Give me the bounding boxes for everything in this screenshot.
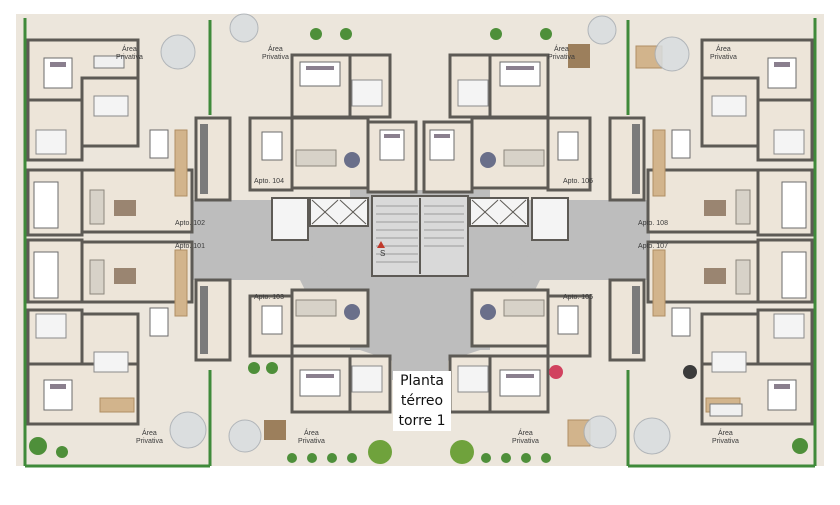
sofas xyxy=(89,149,751,317)
apartment-label-103: Apto. 103 xyxy=(254,294,284,301)
elevator-crosses xyxy=(311,199,527,225)
stair-marker: S xyxy=(380,249,386,258)
apartment-label-102: Apto. 102 xyxy=(175,220,205,227)
flower-pot-icon xyxy=(549,365,563,379)
bed-pillows xyxy=(50,62,790,389)
coffee-tables xyxy=(114,200,726,284)
caption-line-2: térreo xyxy=(400,393,444,409)
stair-arrow-icon xyxy=(377,241,385,248)
garden-edges xyxy=(23,18,817,468)
stairwell xyxy=(371,195,469,277)
plan-caption: Planta térreo torre 1 xyxy=(393,371,451,431)
apartment-label-107: Apto. 107 xyxy=(638,243,668,250)
bathrooms xyxy=(35,79,805,393)
elevators xyxy=(271,197,569,241)
plants xyxy=(29,28,808,464)
apartment-label-104: Apto. 104 xyxy=(254,178,284,185)
apartment-label-108: Apto. 108 xyxy=(638,220,668,227)
apartment-label-105: Apto. 105 xyxy=(563,294,593,301)
kitchen-counters xyxy=(200,124,640,354)
caption-line-3: torre 1 xyxy=(398,413,446,429)
umbrellas xyxy=(160,13,690,455)
apartment-label-106: Apto. 106 xyxy=(563,178,593,185)
lamp-icon xyxy=(683,365,697,379)
caption-line-1: Planta xyxy=(400,373,444,389)
dining-tables xyxy=(149,129,691,337)
apartment-label-101: Apto. 101 xyxy=(175,243,205,250)
outdoor-furniture xyxy=(93,44,743,440)
armchairs xyxy=(344,152,496,320)
